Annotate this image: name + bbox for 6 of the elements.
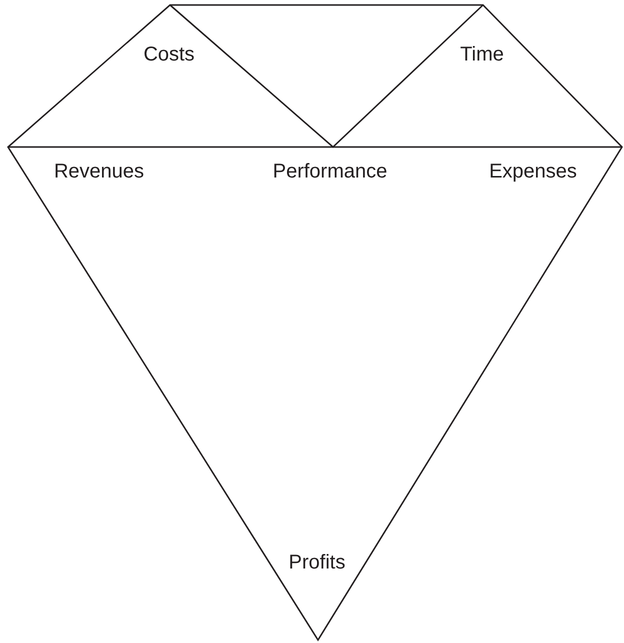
region-label: Profits bbox=[288, 552, 346, 574]
region-label: Expenses bbox=[489, 160, 577, 184]
region-label: Revenues bbox=[54, 160, 144, 184]
region-label: Performance bbox=[272, 160, 388, 184]
region-label: Time bbox=[460, 44, 504, 66]
region-label: Costs bbox=[143, 44, 195, 66]
